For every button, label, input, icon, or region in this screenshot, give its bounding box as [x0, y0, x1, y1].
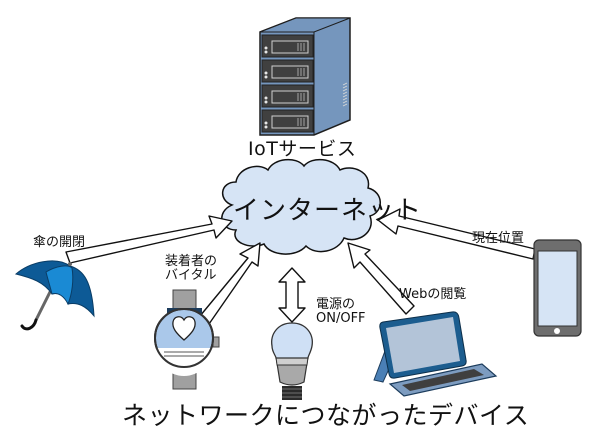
umbrella-icon: [14, 260, 95, 331]
smartwatch-label: 装着者の バイタル: [165, 255, 217, 282]
umbrella-label: 傘の開閉: [33, 235, 86, 250]
light-bulb-label-line-1: 電源の: [316, 297, 356, 312]
smartwatch-label-line-1: 装着者の: [165, 254, 218, 269]
server-icon: [259, 17, 351, 136]
internet-label: インターネット: [233, 196, 423, 226]
smartphone-icon: [533, 239, 582, 337]
arrow-phone-to-internet: [377, 208, 536, 260]
heart-icon: [172, 316, 196, 341]
smartwatch-label-line-2: バイタル: [165, 267, 217, 283]
arrow-bulb-bidirectional: [278, 267, 306, 323]
arrow-laptop-to-internet: [347, 242, 415, 315]
light-bulb-label: 電源の ON/OFF: [316, 298, 366, 325]
iot-service-label: IoTサービス: [248, 138, 357, 160]
smartwatch-icon: [154, 289, 220, 390]
laptop-icon: [373, 311, 498, 397]
smartphone-label: 現在位置: [472, 231, 525, 246]
networked-devices-caption: ネットワークにつながったデバイス: [122, 401, 530, 430]
light-bulb-label-line-2: ON/OFF: [316, 310, 366, 326]
arrow-watch-to-internet: [199, 242, 261, 325]
arrow-umbrella-to-internet: [65, 215, 233, 264]
light-bulb-icon: [271, 322, 313, 400]
laptop-label: Webの閲覧: [399, 287, 467, 302]
